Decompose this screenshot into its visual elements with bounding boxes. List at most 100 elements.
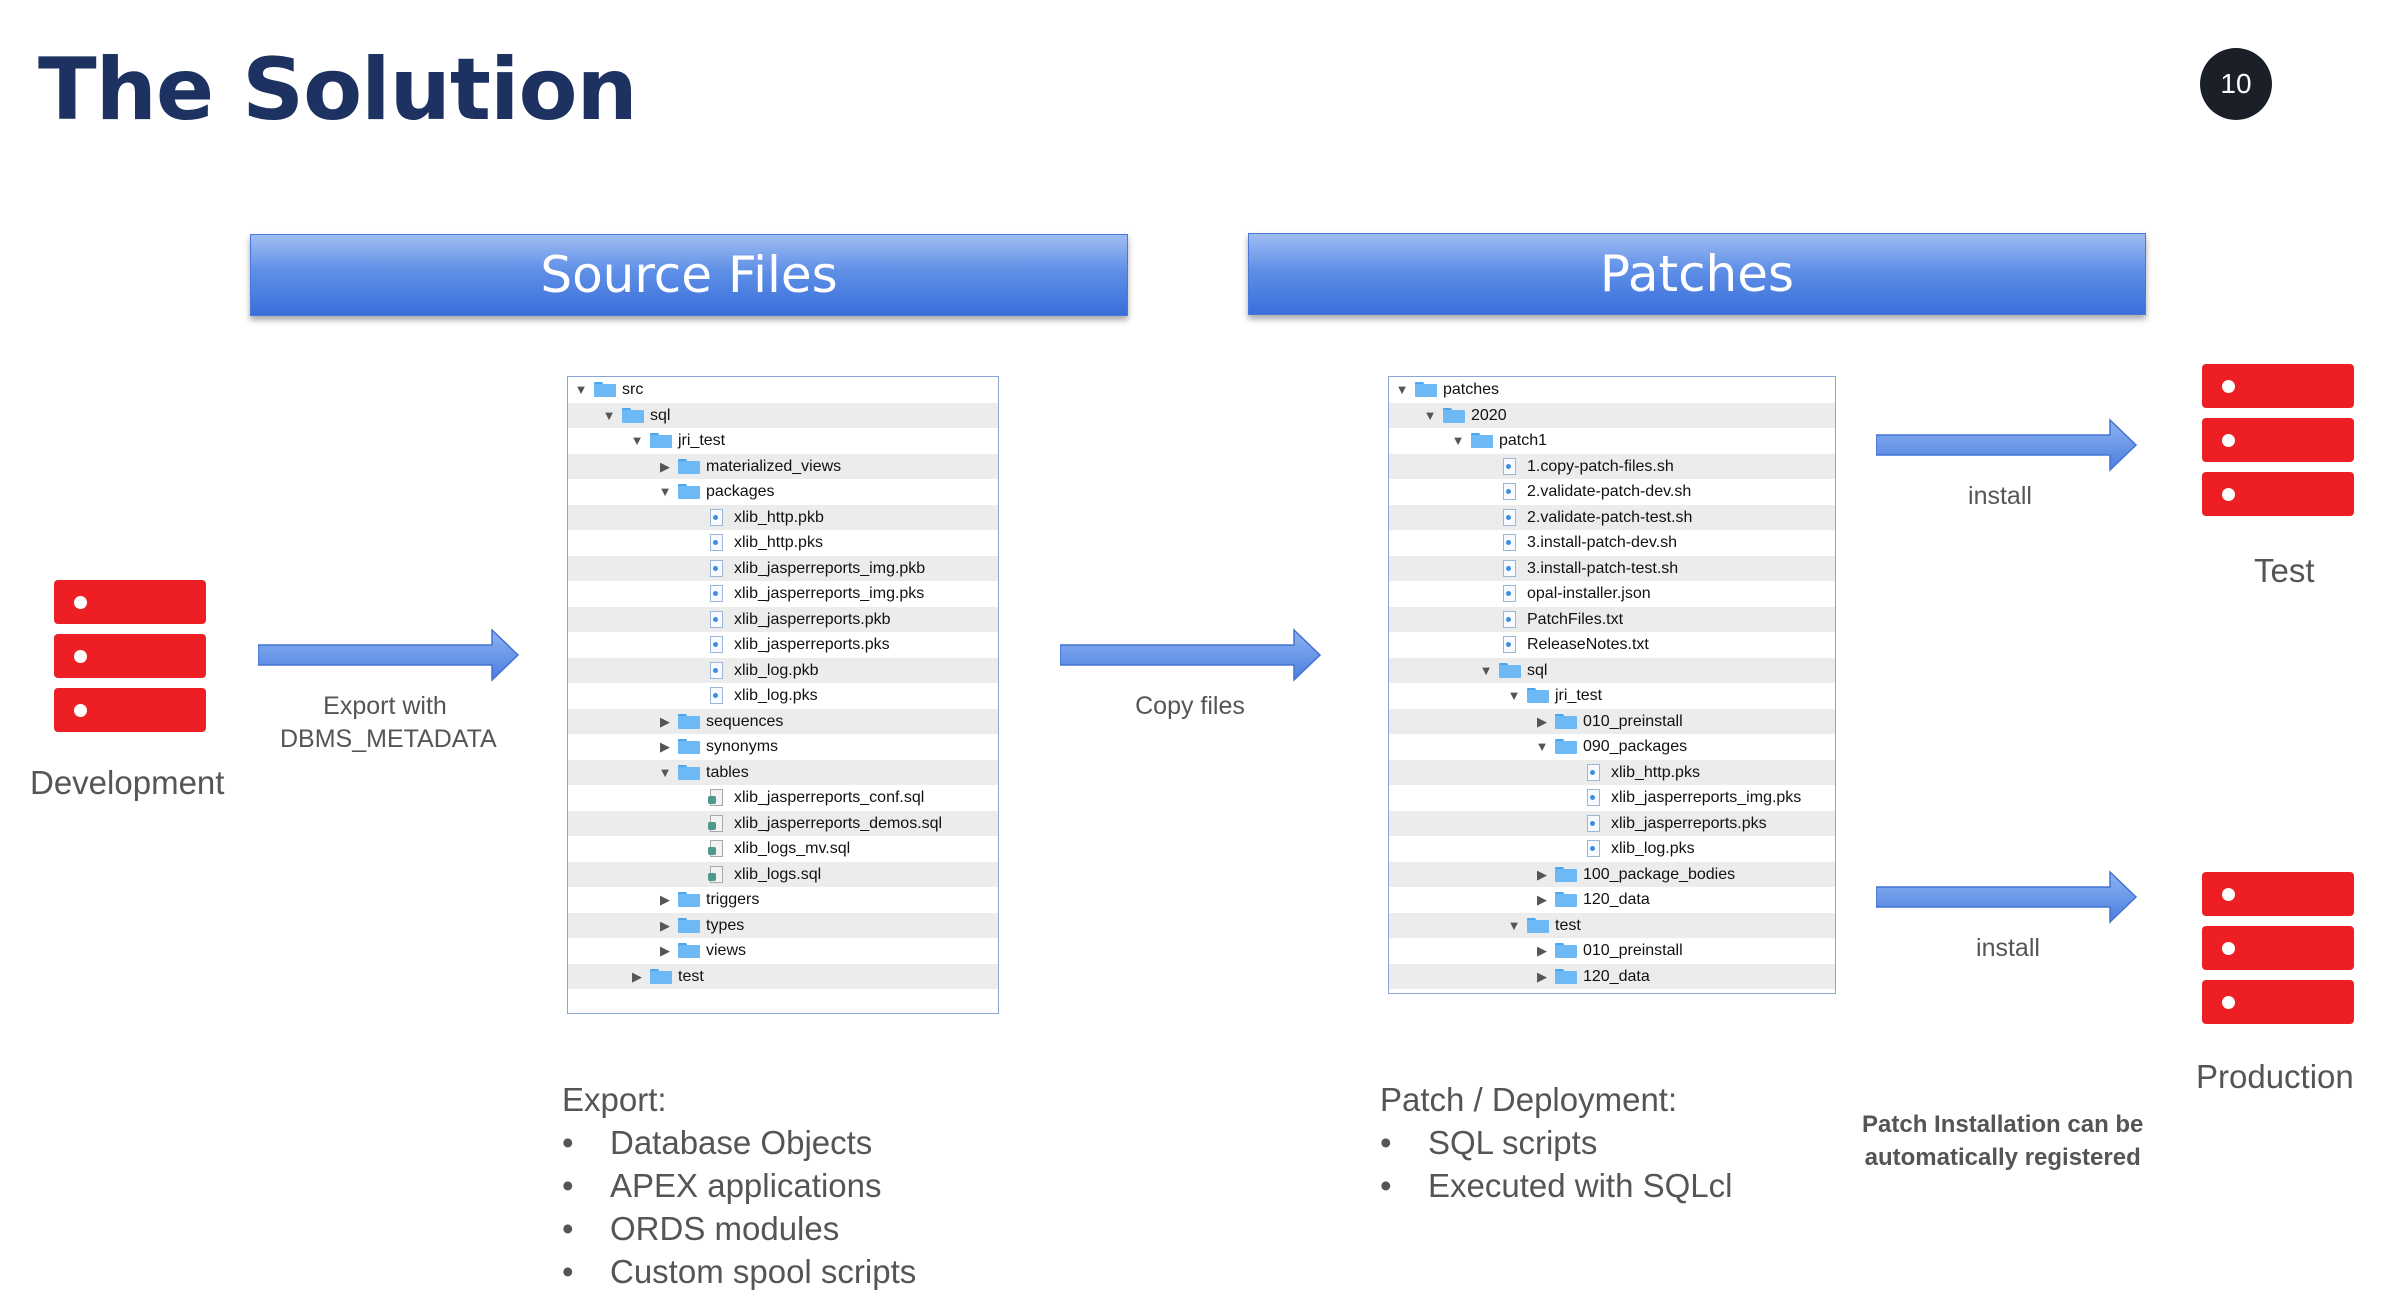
folder-icon (1555, 943, 1577, 958)
tree-row[interactable]: ▶test (568, 963, 998, 989)
disclosure-expanded-icon[interactable]: ▼ (658, 764, 672, 780)
tree-row[interactable]: ▶synonyms (568, 734, 998, 760)
export-list-item: APEX applications (562, 1164, 916, 1207)
disclosure-collapsed-icon[interactable]: ▶ (660, 739, 670, 754)
tree-row[interactable]: xlib_log.pks (568, 683, 998, 709)
disclosure-collapsed-icon[interactable]: ▶ (660, 458, 670, 474)
tree-row[interactable]: xlib_log.pks (1389, 836, 1835, 862)
tree-row[interactable]: xlib_jasperreports_demos.sql (568, 810, 998, 836)
disclosure-expanded-icon[interactable]: ▼ (1535, 739, 1549, 754)
folder-icon (1555, 739, 1577, 754)
disclosure-collapsed-icon[interactable]: ▶ (1537, 892, 1547, 907)
tree-row[interactable]: ▶sequences (568, 708, 998, 734)
tree-row[interactable]: ▼2020 (1389, 402, 1835, 428)
tree-row[interactable]: ▶120_data (1389, 887, 1835, 913)
tree-row[interactable]: 2.validate-patch-dev.sh (1389, 479, 1835, 505)
disclosure-expanded-icon[interactable]: ▼ (602, 407, 616, 423)
note-line2: automatically registered (1864, 1144, 2141, 1171)
disclosure-expanded-icon[interactable]: ▼ (1507, 917, 1521, 933)
disclosure-collapsed-icon[interactable]: ▶ (632, 968, 642, 984)
disclosure-expanded-icon[interactable]: ▼ (1423, 407, 1437, 423)
disclosure-collapsed-icon[interactable]: ▶ (660, 713, 670, 729)
tree-item-label: patch1 (1499, 432, 1548, 449)
tree-row[interactable]: xlib_jasperreports_img.pks (1389, 785, 1835, 811)
file-icon (710, 610, 723, 628)
tree-row[interactable]: ▶120_data (1389, 963, 1835, 989)
tree-item-label: xlib_jasperreports.pks (1611, 814, 1767, 832)
tree-row[interactable]: xlib_jasperreports_img.pks (568, 581, 998, 607)
disclosure-expanded-icon[interactable]: ▼ (658, 484, 672, 499)
tree-row[interactable]: 2.validate-patch-test.sh (1389, 504, 1835, 530)
tree-row[interactable]: xlib_http.pks (1389, 759, 1835, 785)
tree-row[interactable]: ▼test (1389, 912, 1835, 938)
tree-row[interactable]: ReleaseNotes.txt (1389, 632, 1835, 658)
patch-list-heading: Patch / Deployment: (1380, 1081, 1678, 1118)
tree-row[interactable]: ▼ patch1 (1389, 428, 1835, 454)
tree-row[interactable]: ▶views (568, 938, 998, 964)
test-label: Test (2254, 552, 2315, 589)
disclosure-collapsed-icon[interactable]: ▶ (660, 943, 670, 958)
file-icon (1503, 636, 1516, 653)
tree-item-label: jri_test (678, 432, 726, 449)
disclosure-collapsed-icon[interactable]: ▶ (660, 917, 670, 933)
tree-item-label: 100_package_bodies (1583, 865, 1736, 883)
tree-item-label: xlib_jasperreports_demos.sql (734, 814, 943, 832)
tree-row[interactable]: 3.install-patch-dev.sh (1389, 530, 1835, 556)
tree-row[interactable]: xlib_jasperreports.pkb (568, 606, 998, 632)
tree-row[interactable]: ▼ jri_test (568, 428, 998, 454)
disclosure-expanded-icon[interactable]: ▼ (1479, 662, 1493, 678)
tree-row[interactable]: ▶010_preinstall (1389, 708, 1835, 734)
tree-row[interactable]: ▼src (568, 377, 998, 403)
tree-row[interactable]: PatchFiles.txt (1389, 606, 1835, 632)
install-test-arrow (1876, 418, 2138, 472)
disclosure-collapsed-icon[interactable]: ▶ (1537, 943, 1547, 958)
tree-row[interactable]: ▼sql (1389, 657, 1835, 683)
sql-file-icon (708, 789, 723, 806)
tree-row[interactable]: ▼tables (568, 759, 998, 785)
disclosure-expanded-icon[interactable]: ▼ (1451, 433, 1465, 448)
export-list-item: Database Objects (562, 1121, 916, 1164)
tree-row[interactable]: xlib_jasperreports_img.pkb (568, 555, 998, 581)
tree-row[interactable]: ▼packages (568, 479, 998, 505)
disclosure-expanded-icon[interactable]: ▼ (574, 382, 588, 397)
file-icon (710, 508, 723, 526)
disclosure-collapsed-icon[interactable]: ▶ (1537, 968, 1547, 984)
tree-row[interactable]: 1.copy-patch-files.sh (1389, 453, 1835, 479)
disclosure-expanded-icon[interactable]: ▼ (1507, 688, 1521, 703)
disclosure-expanded-icon[interactable]: ▼ (1395, 382, 1409, 397)
source-file-tree[interactable]: ▼src▼sql▼jri_test▶materialized_views▼pac… (567, 376, 999, 1014)
tree-row[interactable]: ▼090_packages (1389, 734, 1835, 760)
tree-row[interactable]: xlib_jasperreports.pks (1389, 810, 1835, 836)
disclosure-collapsed-icon[interactable]: ▶ (1537, 713, 1547, 729)
tree-row[interactable]: xlib_logs_mv.sql (568, 836, 998, 862)
tree-row[interactable]: 3.install-patch-test.sh (1389, 555, 1835, 581)
disclosure-expanded-icon[interactable]: ▼ (630, 433, 644, 448)
tree-row[interactable]: ▼sql (568, 402, 998, 428)
tree-row[interactable]: xlib_http.pks (568, 530, 998, 556)
tree-item-label: materialized_views (706, 457, 842, 475)
disclosure-collapsed-icon[interactable]: ▶ (1537, 866, 1547, 882)
tree-row[interactable]: xlib_jasperreports_conf.sql (568, 785, 998, 811)
production-label: Production (2196, 1058, 2354, 1095)
tree-row[interactable]: ▼ patches (1389, 377, 1835, 403)
tree-item-label: 3.install-patch-test.sh (1527, 559, 1679, 577)
tree-row[interactable]: xlib_log.pkb (568, 657, 998, 683)
tree-row[interactable]: ▶types (568, 912, 998, 938)
tree-row[interactable]: opal-installer.json (1389, 581, 1835, 607)
tree-item-label: 2.validate-patch-dev.sh (1527, 483, 1692, 500)
tree-row[interactable]: xlib_jasperreports.pks (568, 632, 998, 658)
tree-row[interactable]: xlib_http.pkb (568, 504, 998, 530)
disclosure-collapsed-icon[interactable]: ▶ (660, 892, 670, 907)
tree-item-label: xlib_jasperreports_conf.sql (734, 789, 925, 806)
tree-row[interactable]: ▶triggers (568, 887, 998, 913)
tree-row[interactable]: ▶ 100_package_bodies (1389, 861, 1835, 887)
tree-row[interactable]: ▶ materialized_views (568, 453, 998, 479)
tree-row[interactable]: ▶010_preinstall (1389, 938, 1835, 964)
folder-icon (1555, 713, 1577, 729)
tree-row (568, 989, 998, 1013)
tree-item-label: xlib_logs.sql (734, 865, 822, 883)
tree-row[interactable]: ▼jri_test (1389, 683, 1835, 709)
tree-item-label: patches (1443, 381, 1500, 398)
tree-row[interactable]: xlib_logs.sql (568, 861, 998, 887)
